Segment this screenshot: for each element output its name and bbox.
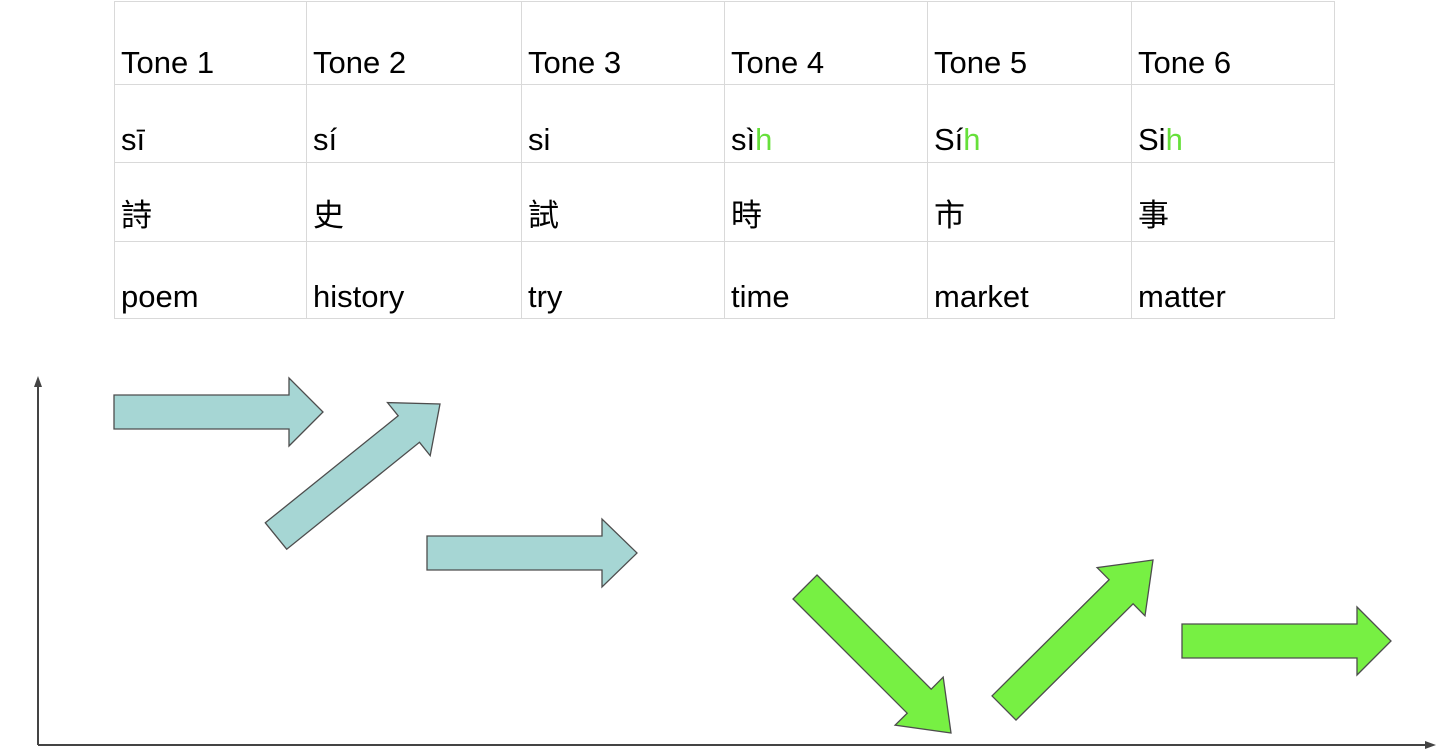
- axes: [34, 376, 1436, 749]
- tone-5-rising-arrow: [991, 559, 1154, 722]
- romanization-cell: sìh: [724, 84, 928, 163]
- meaning-cell: market: [927, 241, 1132, 319]
- tone-header-cell: Tone 6: [1131, 1, 1335, 85]
- meaning-cell: time: [724, 241, 928, 319]
- tone-header-cell: Tone 3: [521, 1, 725, 85]
- romanization-base: si: [528, 122, 551, 157]
- romanization-base: Si: [1138, 122, 1166, 157]
- tone-6-level-arrow: [1181, 605, 1392, 677]
- tone-arrows: [113, 376, 1392, 734]
- character-cell: 時: [724, 162, 928, 242]
- romanization-base: sì: [731, 122, 756, 157]
- tone-1-level-arrow: [113, 376, 324, 448]
- character-cell: 試: [521, 162, 725, 242]
- tone-header-cell: Tone 2: [306, 1, 522, 85]
- tone-table: Tone 1 Tone 2 Tone 3 Tone 4 Tone 5 Tone …: [114, 1, 1335, 319]
- romanization-suffix: h: [1165, 122, 1183, 157]
- meaning-cell: matter: [1131, 241, 1335, 319]
- romanization-suffix: h: [963, 122, 981, 157]
- tone-2-rising-arrow: [264, 401, 441, 551]
- romanization-base: sí: [313, 122, 338, 157]
- tone-header-cell: Tone 1: [114, 1, 307, 85]
- meaning-row: poem history try time market matter: [114, 241, 1335, 319]
- meaning-cell: poem: [114, 241, 307, 319]
- tone-4-falling-arrow: [792, 574, 952, 734]
- meaning-cell: try: [521, 241, 725, 319]
- x-axis-arrowhead: [1425, 741, 1436, 749]
- romanization-base: sī: [121, 122, 146, 157]
- character-cell: 市: [927, 162, 1132, 242]
- character-cell: 史: [306, 162, 522, 242]
- character-cell: 詩: [114, 162, 307, 242]
- romanization-suffix: h: [755, 122, 773, 157]
- y-axis-arrowhead: [34, 376, 42, 387]
- tone-3-level-arrow: [426, 517, 638, 589]
- character-row: 詩 史 試 時 市 事: [114, 162, 1335, 242]
- romanization-base: Sí: [934, 122, 964, 157]
